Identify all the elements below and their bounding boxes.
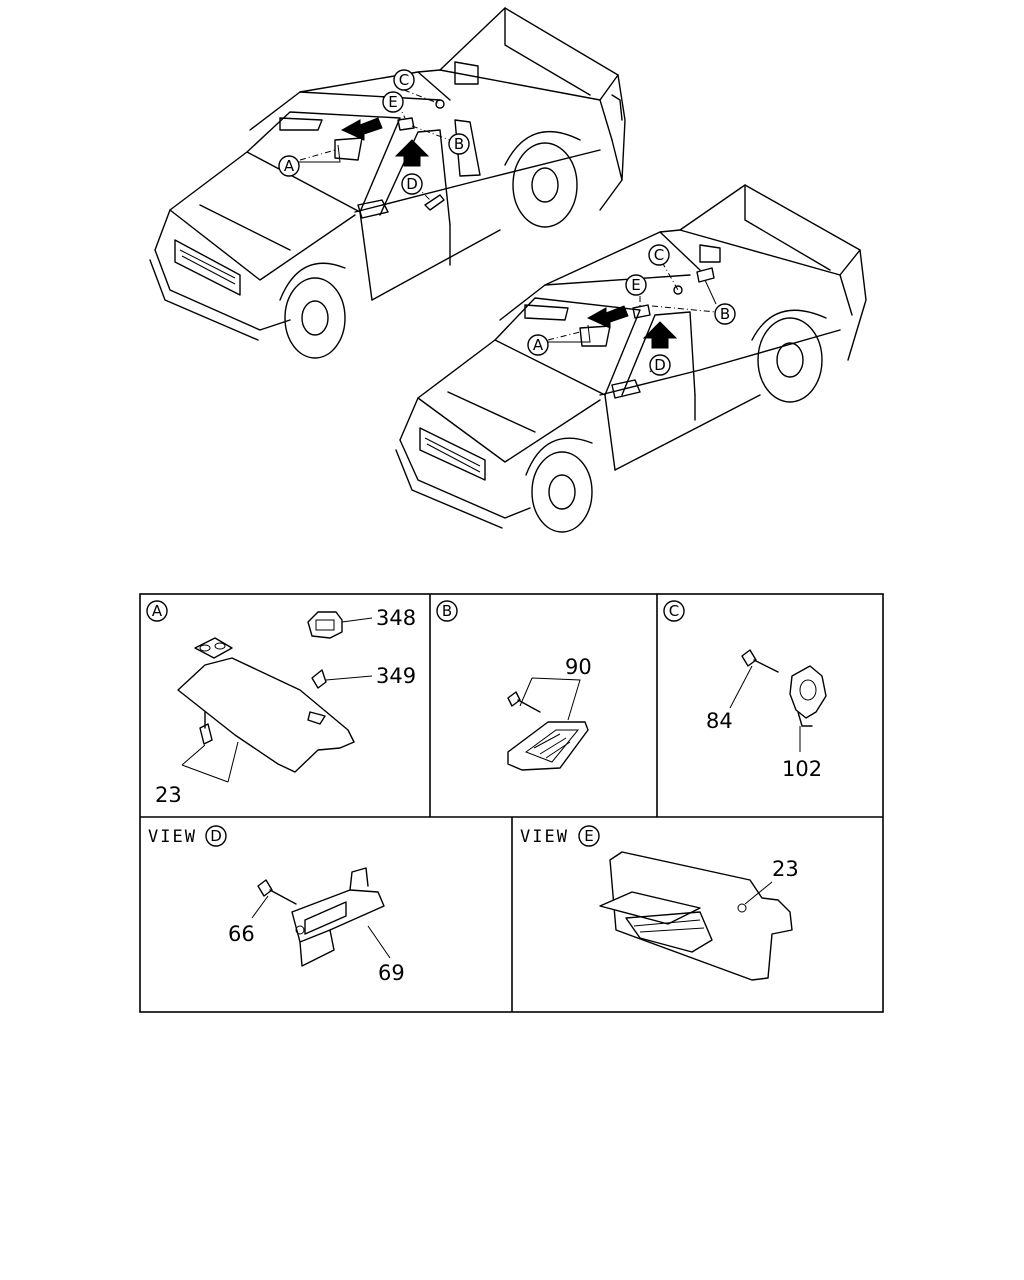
panel-D-label: D [205, 825, 227, 847]
part-23-label-a: 23 [155, 783, 182, 807]
panel-E-label: E [578, 825, 600, 847]
panel-A-label: A [146, 600, 168, 622]
svg-text:D: D [654, 356, 666, 374]
svg-text:C: C [654, 246, 664, 264]
svg-text:D: D [406, 175, 418, 193]
panel-C-label: C [663, 600, 685, 622]
part-69-label: 69 [378, 961, 405, 985]
svg-text:A: A [152, 602, 163, 620]
panel-E-view-label: VIEW [520, 827, 569, 847]
svg-text:C: C [399, 71, 409, 89]
part-23-label-e: 23 [772, 857, 799, 881]
part-102-label: 102 [782, 757, 822, 781]
svg-text:B: B [454, 135, 464, 153]
svg-text:A: A [533, 336, 544, 354]
svg-text:B: B [720, 305, 730, 323]
svg-text:E: E [584, 827, 593, 845]
callout-B-lower: B [714, 303, 736, 325]
callout-B-upper: B [448, 133, 470, 155]
detail-grid [139, 593, 884, 1013]
svg-text:E: E [631, 276, 640, 294]
svg-text:C: C [669, 602, 679, 620]
callout-C-lower: C [648, 244, 670, 266]
panel-B: B 90 [436, 600, 592, 771]
svg-text:A: A [284, 157, 295, 175]
part-348-label: 348 [376, 606, 416, 630]
panel-D-view-label: VIEW [148, 827, 197, 847]
panel-D: VIEW D 66 69 [148, 825, 405, 985]
panel-C: C 84 102 [663, 600, 827, 781]
part-349-label: 349 [376, 664, 416, 688]
svg-text:B: B [442, 602, 452, 620]
panel-E: VIEW E 23 [520, 825, 799, 981]
callout-E-lower: E [625, 274, 647, 296]
truck-upper [149, 7, 626, 359]
part-84-label: 84 [706, 709, 733, 733]
truck-lower [395, 184, 867, 533]
svg-text:D: D [210, 827, 222, 845]
svg-text:E: E [388, 93, 397, 111]
callout-A-lower: A [527, 334, 549, 356]
part-90-label: 90 [565, 655, 592, 679]
callout-A-upper: A [278, 155, 300, 177]
callout-D-lower: D [649, 354, 671, 376]
callout-C-upper: C [393, 69, 415, 91]
callout-D-upper: D [401, 173, 423, 195]
callout-E-upper: E [382, 91, 404, 113]
panel-B-label: B [436, 600, 458, 622]
panel-A: A 348 349 23 [146, 600, 416, 807]
part-66-label: 66 [228, 922, 255, 946]
